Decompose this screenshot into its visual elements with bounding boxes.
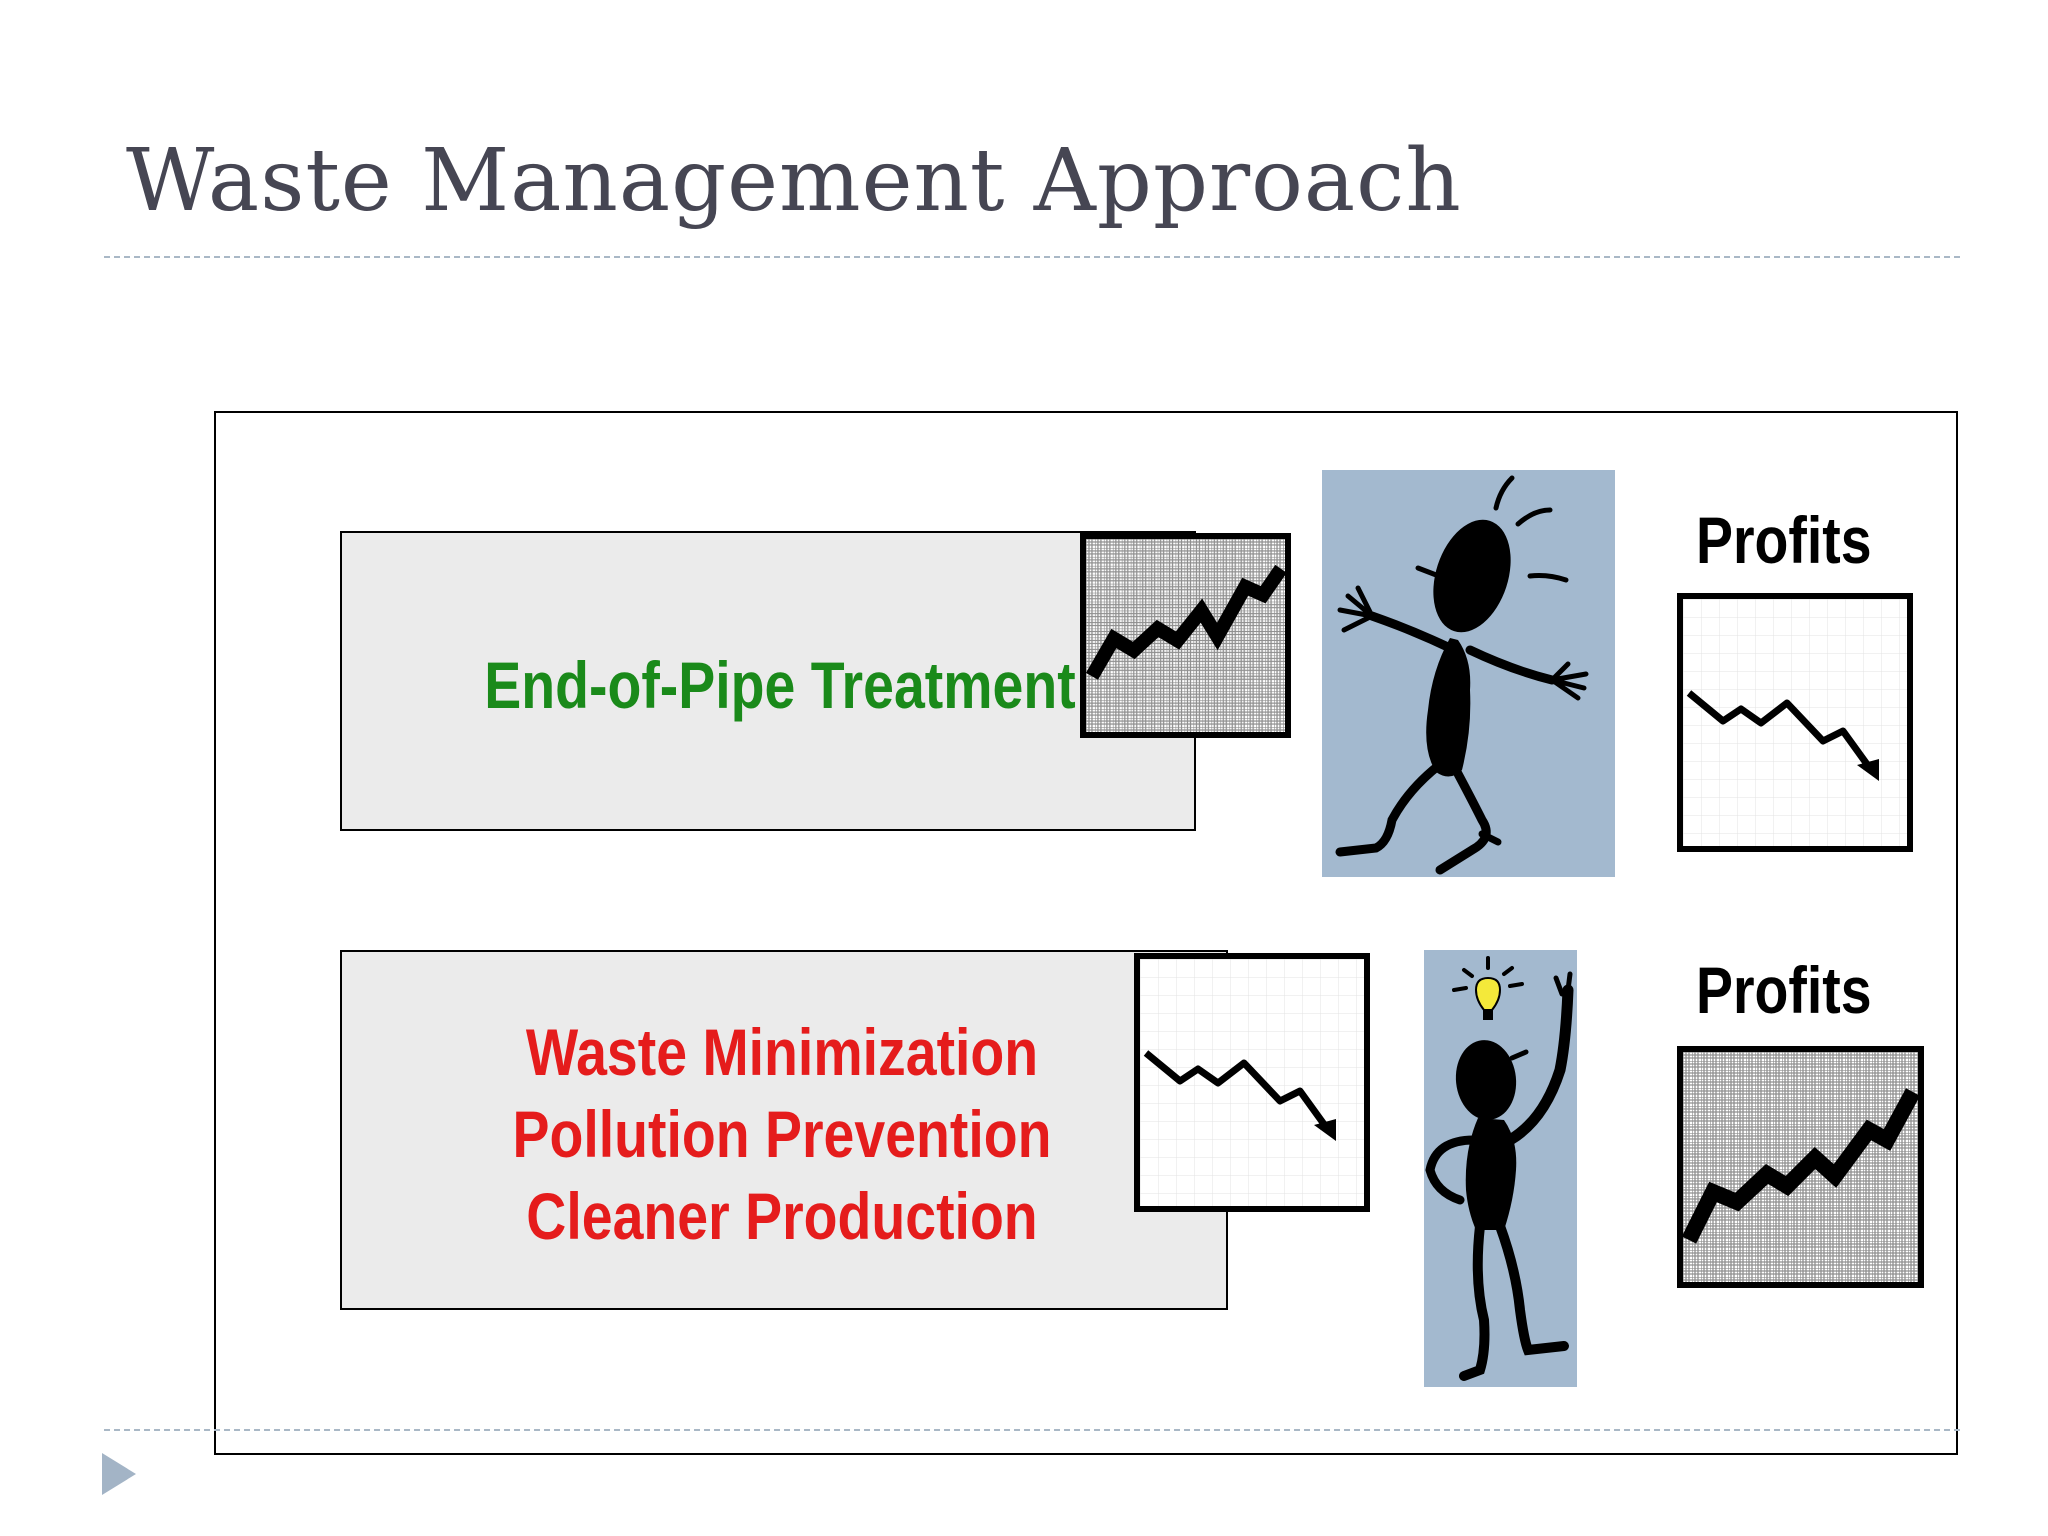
end-of-pipe-profits-chart xyxy=(1677,593,1913,852)
prevention-line-3: Cleaner Production xyxy=(526,1179,1038,1253)
diagram-frame xyxy=(214,411,1958,1455)
profits-label-top: Profits xyxy=(1696,503,1872,577)
rising-trend-line xyxy=(1086,564,1285,680)
falling-trend-line xyxy=(1686,690,1872,770)
prevention-box xyxy=(340,950,1228,1310)
lightbulb-icon xyxy=(1452,956,1524,1020)
confused-person-icon xyxy=(1335,475,1589,875)
prevention-cost-chart xyxy=(1134,953,1370,1212)
falling-trend-line xyxy=(1143,1050,1329,1130)
end-of-pipe-cost-chart xyxy=(1080,533,1291,738)
title-divider xyxy=(104,256,1960,258)
end-of-pipe-label: End-of-Pipe Treatment xyxy=(484,648,1076,722)
footer-divider xyxy=(104,1429,1960,1431)
idea-person-panel xyxy=(1424,950,1577,1387)
prevention-line-2: Pollution Prevention xyxy=(512,1097,1052,1171)
prevention-profits-chart xyxy=(1677,1046,1924,1288)
rising-trend-line xyxy=(1683,1088,1918,1244)
triangle-right-icon xyxy=(102,1453,136,1500)
confused-person-panel xyxy=(1322,470,1615,877)
end-of-pipe-box xyxy=(340,531,1196,831)
prevention-line-1: Waste Minimization xyxy=(525,1015,1039,1089)
idea-person-icon xyxy=(1425,956,1574,1381)
slide-title: Waste Management Approach xyxy=(126,131,1462,231)
profits-label-bottom: Profits xyxy=(1696,953,1872,1027)
